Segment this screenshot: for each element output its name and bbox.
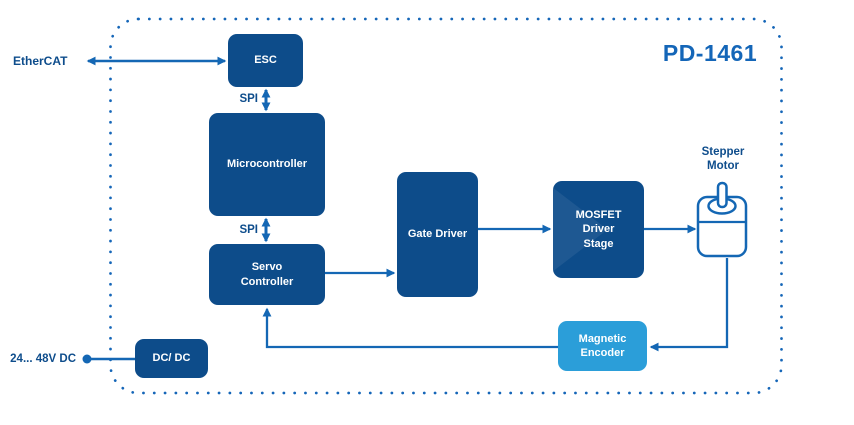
page-title: PD-1461	[662, 40, 758, 66]
block-mosfet-driver-stage-label: MOSFET Driver Stage	[575, 209, 622, 250]
block-dc-dc-label: DC/ DC	[152, 352, 191, 365]
block-mosfet-driver-stage: MOSFET Driver Stage	[553, 181, 644, 278]
block-esc: ESC	[228, 34, 303, 87]
block-gate-driver-label: Gate Driver	[407, 228, 468, 241]
block-dc-dc: DC/ DC	[135, 339, 208, 378]
block-esc-label: ESC	[254, 54, 277, 67]
ethercat-label: EtherCAT	[13, 54, 68, 68]
wire-encoder-servo	[262, 307, 558, 349]
spi-top-label: SPI	[239, 93, 258, 105]
stepper-motor-icon	[696, 181, 748, 258]
power-input-label: 24... 48V DC	[10, 353, 76, 365]
block-gate-driver: Gate Driver	[397, 172, 478, 297]
block-magnetic-encoder: Magnetic Encoder	[558, 321, 647, 371]
block-magnetic-encoder-label: Magnetic Encoder	[578, 332, 627, 359]
power-input-dot	[82, 354, 92, 364]
stepper-motor-label: Stepper Motor	[701, 146, 745, 173]
spi-bottom-label: SPI	[239, 224, 258, 236]
block-microcontroller-label: Microcontroller	[226, 158, 308, 171]
block-servo-controller: Servo Controller	[209, 244, 325, 305]
block-servo-controller-label: Servo Controller	[240, 261, 294, 288]
block-microcontroller: Microcontroller	[209, 113, 325, 216]
wire-motor-encoder	[649, 258, 729, 352]
